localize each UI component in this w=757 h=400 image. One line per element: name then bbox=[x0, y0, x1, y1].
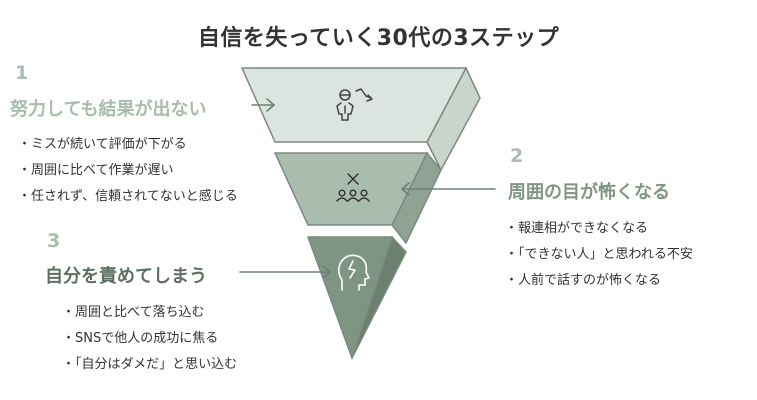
arrow-stage-3 bbox=[239, 265, 332, 279]
list-item: ミスが続いて評価が下がる bbox=[18, 133, 187, 152]
list-item: 「自分はダメだ」と思い込む bbox=[62, 353, 237, 372]
stage-2-front bbox=[273, 152, 429, 226]
list-item: 人前で話すのが怖くなる bbox=[505, 269, 661, 288]
list-item: 任されず、信頼されてないと感じる bbox=[18, 185, 238, 204]
arrow-stage-2 bbox=[400, 182, 496, 196]
funnel-stage-3 bbox=[306, 235, 407, 361]
stage-3-heading: 自分を責めてしまう bbox=[45, 266, 207, 287]
stage-2-number: 2 bbox=[510, 145, 524, 167]
person-declining-chart-icon bbox=[336, 88, 373, 121]
funnel-stage-2 bbox=[273, 151, 442, 245]
arrow-stage-1 bbox=[251, 98, 276, 112]
head-with-lightning-icon bbox=[337, 254, 370, 291]
list-item: SNSで他人の成功に焦る bbox=[62, 327, 218, 346]
stage-1-heading: 努力しても結果が出ない bbox=[10, 99, 207, 120]
stage-3-number: 3 bbox=[47, 230, 61, 252]
list-item: 周囲に比べて作業が遅い bbox=[18, 159, 173, 178]
group-with-x-icon bbox=[336, 173, 370, 202]
diagram-title: 自信を失っていく30代の3ステップ bbox=[197, 26, 560, 51]
list-item: 周囲と比べて落ち込む bbox=[62, 301, 204, 320]
stage-1-number: 1 bbox=[15, 62, 29, 84]
stage-2-heading: 周囲の目が怖くなる bbox=[508, 182, 670, 203]
list-item: 報連相ができなくなる bbox=[505, 217, 648, 236]
stage-3-front bbox=[306, 236, 394, 361]
stage-1-front bbox=[240, 67, 468, 143]
list-item: 「できない人」と思われる不安 bbox=[505, 243, 693, 262]
